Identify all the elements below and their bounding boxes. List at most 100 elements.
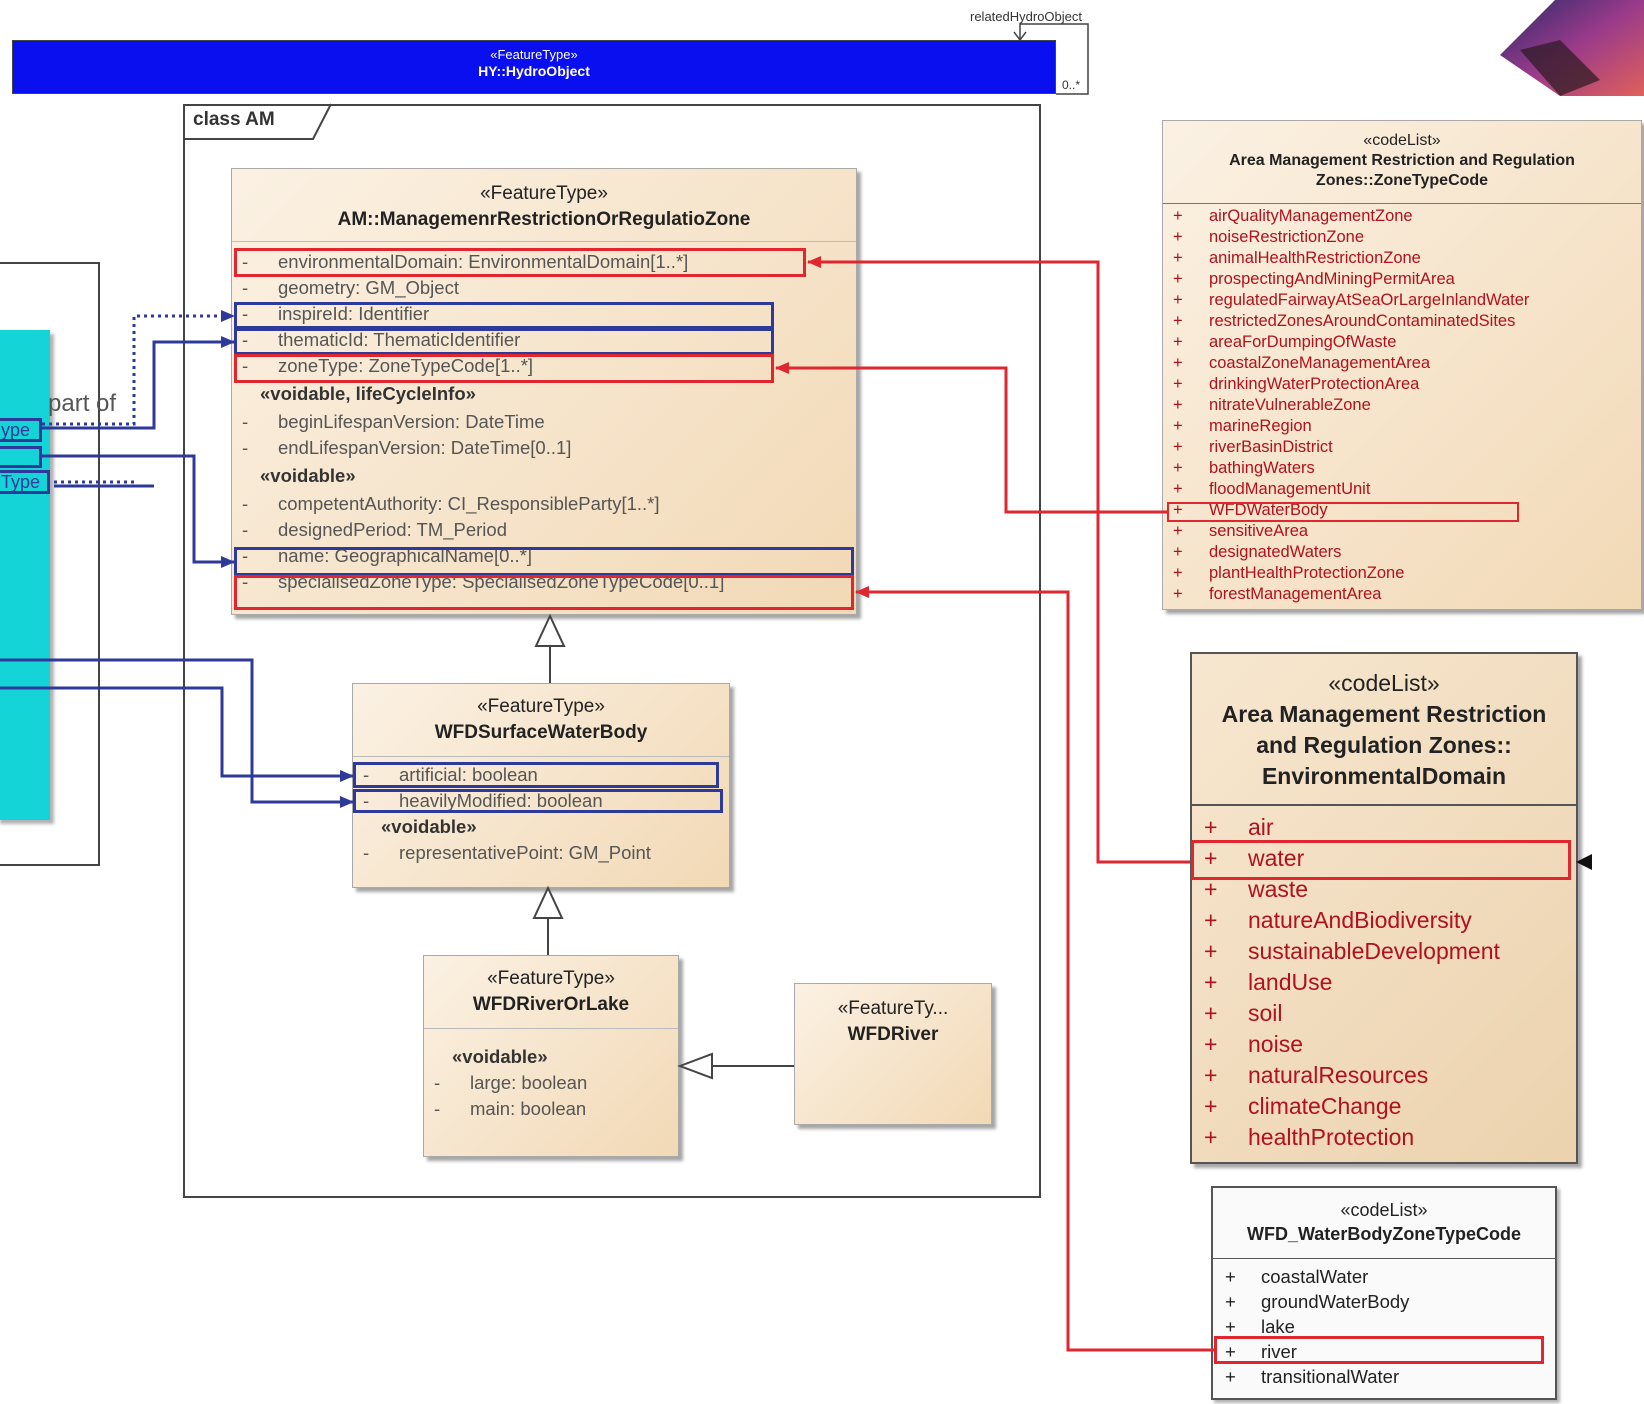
attr-end-lifespan[interactable]: -endLifespanVersion: DateTime[0..1]	[242, 437, 572, 458]
environmental-domain-divider	[1192, 804, 1576, 806]
attr-large[interactable]: -large: boolean	[434, 1072, 588, 1093]
left-class-frame	[0, 262, 100, 866]
environmental-domain-class[interactable]: «codeList» Area Management Restriction a…	[1190, 652, 1578, 1164]
environmental-domain-name-1: Area Management Restriction	[1221, 701, 1547, 727]
highlight-zone-type	[234, 354, 774, 383]
attr-inspire-id[interactable]: -inspireId: Identifier	[242, 303, 430, 324]
attr-heavily-modified[interactable]: -heavilyModified: boolean	[363, 790, 603, 811]
river-or-lake-class[interactable]: «FeatureType» WFDRiverOrLake «voidable» …	[423, 955, 679, 1157]
literal-air-quality[interactable]: +airQualityManagementZone	[1173, 207, 1413, 225]
literal-regulated-fairway[interactable]: +regulatedFairwayAtSeaOrLargeInlandWater	[1173, 291, 1530, 309]
literal-coastal-zone[interactable]: +coastalZoneManagementArea	[1173, 354, 1431, 372]
related-hydro-object-line	[1019, 23, 1089, 95]
literal-dumping-waste[interactable]: +areaForDumpingOfWaste	[1173, 333, 1397, 351]
attr-begin-lifespan[interactable]: -beginLifespanVersion: DateTime	[242, 411, 545, 432]
left-tab-type-1[interactable]: ype	[0, 418, 42, 442]
attr-designed-period[interactable]: -designedPeriod: TM_Period	[242, 519, 507, 540]
literal-bathing-waters[interactable]: +bathingWaters	[1173, 459, 1315, 477]
literal-water[interactable]: +water	[1204, 845, 1305, 871]
attr-artificial[interactable]: -artificial: boolean	[363, 764, 538, 785]
zone-type-code-name-1: Area Management Restriction and Regulati…	[1229, 152, 1575, 169]
environmental-domain-stereotype: «codeList»	[1328, 670, 1440, 696]
highlight-heavily-modified	[353, 789, 723, 813]
literal-marine-region[interactable]: +marineRegion	[1173, 417, 1312, 435]
literal-prospecting[interactable]: +prospectingAndMiningPermitArea	[1173, 270, 1455, 288]
literal-coastal-water[interactable]: +coastalWater	[1225, 1266, 1369, 1287]
zone-type-code-stereotype: «codeList»	[1363, 132, 1441, 149]
literal-land-use[interactable]: +landUse	[1204, 969, 1333, 995]
literal-river[interactable]: +river	[1225, 1341, 1297, 1362]
hydro-object-name: HY::HydroObject	[478, 63, 590, 79]
left-tab-type-2[interactable]	[0, 446, 42, 468]
literal-soil[interactable]: +soil	[1204, 1000, 1283, 1026]
literal-ground-water-body[interactable]: +groundWaterBody	[1225, 1291, 1410, 1312]
highlight-water	[1191, 840, 1571, 880]
attr-representative-point[interactable]: -representativePoint: GM_Point	[363, 842, 651, 863]
river-or-lake-name: WFDRiverOrLake	[472, 994, 630, 1015]
literal-drinking-water[interactable]: +drinkingWaterProtectionArea	[1173, 375, 1420, 393]
surface-water-body-divider	[353, 756, 729, 757]
literal-animal-health[interactable]: +animalHealthRestrictionZone	[1173, 249, 1421, 267]
literal-health-protection[interactable]: +healthProtection	[1204, 1124, 1415, 1150]
highlight-name	[234, 547, 854, 576]
management-zone-class[interactable]: «FeatureType» AM::ManagemenrRestrictionO…	[231, 168, 857, 615]
literal-climate-change[interactable]: +climateChange	[1204, 1093, 1402, 1119]
waterbody-zone-type-divider	[1213, 1258, 1555, 1259]
literal-lake[interactable]: +lake	[1225, 1316, 1295, 1337]
attr-name[interactable]: -name: GeographicalName[0..*]	[242, 545, 532, 566]
literal-natural-resources[interactable]: +naturalResources	[1204, 1062, 1429, 1088]
group-voidable: «voidable»	[260, 465, 356, 486]
frame-title: class AM	[193, 109, 275, 130]
class-am-frame	[183, 104, 1041, 1198]
hydro-object-class[interactable]: «FeatureType» HY::HydroObject	[12, 40, 1056, 94]
highlight-environmental-domain	[234, 248, 806, 277]
literal-designated-waters[interactable]: +designatedWaters	[1173, 543, 1342, 561]
literal-nature-biodiversity[interactable]: +natureAndBiodiversity	[1204, 907, 1472, 933]
connector-left-to-name	[42, 454, 235, 568]
literal-air[interactable]: +air	[1204, 814, 1274, 840]
highlight-artificial	[353, 762, 719, 788]
connector-left-to-artificial	[0, 686, 354, 782]
literal-wfd-water-body[interactable]: +WFDWaterBody	[1173, 501, 1328, 519]
attr-geometry[interactable]: -geometry: GM_Object	[242, 277, 459, 298]
connector-river-to-specialised-zone-type	[855, 586, 1214, 1352]
attr-competent-authority[interactable]: -competentAuthority: CI_ResponsibleParty…	[242, 493, 660, 514]
literal-sensitive-area[interactable]: +sensitiveArea	[1173, 522, 1309, 540]
literal-plant-health[interactable]: +plantHealthProtectionZone	[1173, 564, 1405, 582]
left-tab-type-3[interactable]: Type	[0, 470, 50, 494]
literal-noise-restriction[interactable]: +noiseRestrictionZone	[1173, 228, 1364, 246]
waterbody-zone-type-stereotype: «codeList»	[1340, 1200, 1428, 1220]
zone-type-code-class[interactable]: «codeList» Area Management Restriction a…	[1162, 120, 1642, 610]
literal-sustainable-development[interactable]: +sustainableDevelopment	[1204, 938, 1500, 964]
highlight-river	[1214, 1336, 1544, 1364]
attr-zone-type[interactable]: -zoneType: ZoneTypeCode[1..*]	[242, 355, 534, 376]
left-cyan-class[interactable]	[0, 330, 50, 820]
wfd-river-name: WFDRiver	[847, 1024, 939, 1045]
management-zone-stereotype: «FeatureType»	[480, 183, 608, 204]
attr-environmental-domain[interactable]: -environmentalDomain: EnvironmentalDomai…	[242, 251, 689, 272]
surface-group-voidable: «voidable»	[381, 816, 477, 837]
hydro-object-stereotype: «FeatureType»	[490, 47, 578, 62]
left-tab-label-1: ype	[1, 420, 31, 440]
highlight-wfd-water-body	[1167, 502, 1519, 522]
attr-thematic-id[interactable]: -thematicId: ThematicIdentifier	[242, 329, 521, 350]
literal-transitional-water[interactable]: +transitionalWater	[1225, 1366, 1400, 1387]
attr-main[interactable]: -main: boolean	[434, 1098, 587, 1119]
literal-river-basin[interactable]: +riverBasinDistrict	[1173, 438, 1333, 456]
highlight-thematic-id	[234, 328, 774, 355]
connector-left-to-thematic-id	[42, 336, 235, 430]
literal-nitrate[interactable]: +nitrateVulnerableZone	[1173, 396, 1371, 414]
literal-forest-management[interactable]: +forestManagementArea	[1173, 585, 1382, 603]
literal-waste[interactable]: +waste	[1204, 876, 1309, 902]
part-of-label: part of	[48, 390, 117, 417]
wfd-river-class[interactable]: «FeatureTy... WFDRiver	[794, 983, 992, 1125]
waterbody-zone-type-class[interactable]: «codeList» WFD_WaterBodyZoneTypeCode +co…	[1211, 1186, 1557, 1400]
literal-flood-management[interactable]: +floodManagementUnit	[1173, 480, 1371, 498]
literal-noise[interactable]: +noise	[1204, 1031, 1303, 1057]
connector-left-to-heavily-modified	[0, 658, 354, 808]
literal-restricted-zones[interactable]: +restrictedZonesAroundContaminatedSites	[1173, 312, 1516, 330]
river-or-lake-divider	[424, 1028, 678, 1029]
corner-photo-image	[1500, 0, 1644, 96]
zone-type-code-name-2: Zones::ZoneTypeCode	[1315, 172, 1489, 189]
